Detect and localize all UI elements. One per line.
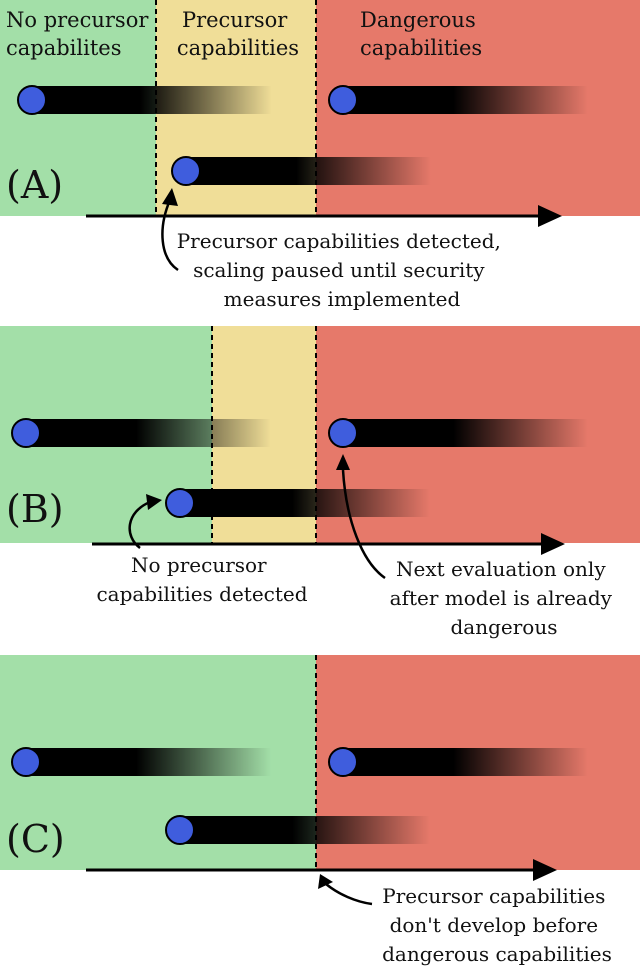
- progress-trail: [26, 748, 271, 776]
- callout-arrowhead: [336, 454, 350, 470]
- annotation-late-evaluation: Next evaluation only after model is alre…: [390, 557, 619, 639]
- callout-arrow: [325, 883, 373, 906]
- model-checkpoint-dot: [328, 418, 358, 448]
- panel-b: (B) No precursor capabilities detected N…: [0, 326, 640, 639]
- arrowhead: [533, 859, 557, 881]
- progress-trail: [343, 86, 588, 114]
- progress-trail: [180, 816, 430, 844]
- progress-trail: [343, 748, 588, 776]
- arrowhead: [538, 205, 562, 227]
- annotation-no-precursor: Precursor capabilities don't develop bef…: [382, 884, 612, 966]
- callout-arrowhead: [318, 874, 333, 889]
- progress-trail: [26, 419, 271, 447]
- callout-arrow: [341, 469, 386, 580]
- zone-dangerous-label: Dangerous capabilities: [360, 8, 482, 60]
- callout-arrowhead: [162, 188, 178, 206]
- zone-precursor-label: Precursor capabilities: [177, 8, 299, 60]
- progress-trail: [343, 419, 588, 447]
- model-checkpoint-dot: [165, 488, 195, 518]
- panel-label: (B): [6, 487, 64, 531]
- callout-arrow: [128, 500, 151, 549]
- model-checkpoint-dot: [11, 418, 41, 448]
- model-checkpoint-dot: [171, 156, 201, 186]
- progress-trail: [180, 489, 430, 517]
- panel-label: (A): [6, 163, 63, 207]
- progress-trail: [32, 86, 272, 114]
- model-checkpoint-dot: [17, 85, 47, 115]
- panel-label: (C): [6, 817, 65, 861]
- model-checkpoint-dot: [328, 85, 358, 115]
- model-checkpoint-dot: [11, 747, 41, 777]
- annotation-no-detection: No precursor capabilities detected: [96, 553, 307, 606]
- model-checkpoint-dot: [328, 747, 358, 777]
- zone-none-label: No precursor capabilites: [6, 8, 155, 60]
- panel-a: No precursor capabilites Precursor capab…: [0, 0, 640, 311]
- progress-trail: [186, 157, 431, 185]
- callout-arrowhead: [146, 494, 162, 510]
- model-checkpoint-dot: [165, 815, 195, 845]
- arrowhead: [541, 533, 565, 555]
- annotation-detected: Precursor capabilities detected, scaling…: [177, 229, 508, 311]
- panel-c: (C) Precursor capabilities don't develop…: [0, 655, 640, 966]
- callout-arrow: [161, 199, 179, 272]
